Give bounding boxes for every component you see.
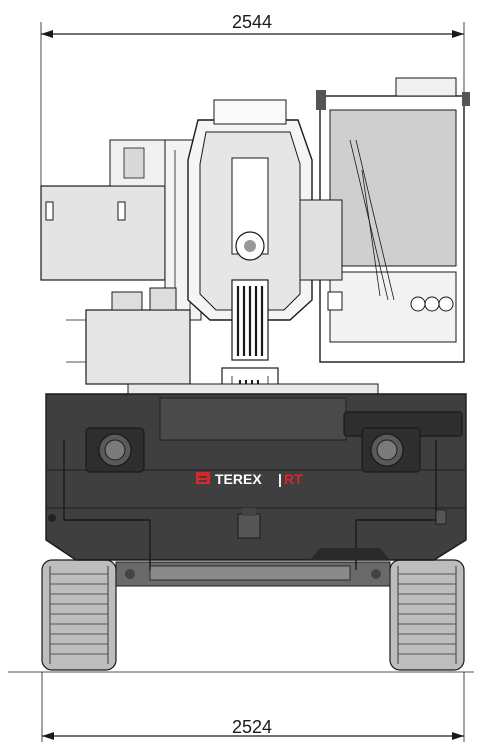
axle xyxy=(115,561,391,587)
top-dimension: 2544 xyxy=(40,12,465,190)
left-upper-block xyxy=(40,185,166,281)
logo-brand-text: TEREX xyxy=(215,471,262,487)
bottom-dimension: 2524 xyxy=(41,672,465,742)
slew-ring xyxy=(127,383,379,395)
operator-cab xyxy=(316,77,470,363)
logo-model-text: RT xyxy=(284,471,303,487)
terex-rt-logo: TEREX | RT xyxy=(196,471,303,487)
left-tire xyxy=(41,559,117,671)
carrier-chassis xyxy=(45,393,467,570)
right-tire xyxy=(389,559,465,671)
logo-separator: | xyxy=(278,471,282,487)
boom-assembly xyxy=(187,99,343,439)
top-width-label: 2544 xyxy=(232,12,272,32)
bottom-width-label: 2524 xyxy=(232,717,272,737)
